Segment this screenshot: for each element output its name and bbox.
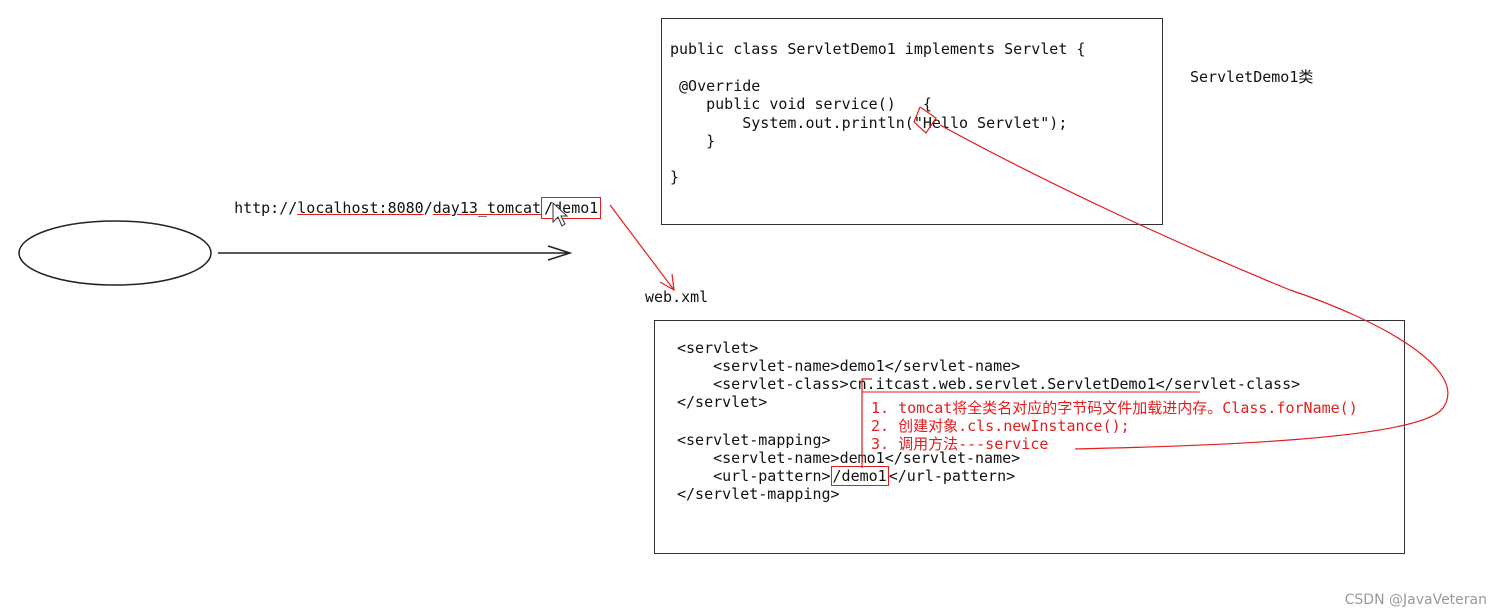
annotation-step-2: 2. 创建对象.cls.newInstance(); — [871, 417, 1130, 435]
webxml-line-mapping-open: <servlet-mapping> — [677, 431, 831, 449]
url-context: day13_tomcat — [432, 199, 542, 217]
servlet-class-line-8: } — [670, 168, 680, 186]
request-url: http://localhost:8080/day13_tomcat/demo1 — [216, 181, 602, 219]
servlet-class-value: cn.itcast.web.servlet.ServletDemo1 — [848, 375, 1156, 393]
tag-close: </servlet-class> — [1155, 375, 1301, 393]
webxml-line-servlet-name: <servlet-name>demo1</servlet-name> — [677, 357, 1020, 375]
servlet-class-line-1: public class ServletDemo1 implements Ser… — [670, 40, 1086, 58]
webxml-line-mapping-close: </servlet-mapping> — [677, 485, 840, 503]
annotation-step-3: 3. 调用方法---service — [871, 435, 1049, 453]
tag-close: </servlet-name> — [884, 449, 1021, 467]
servlet-class-label: ServletDemo1类 — [1190, 68, 1314, 86]
tag-open: <servlet-name> — [677, 449, 840, 467]
tag-open: <url-pattern> — [677, 467, 831, 485]
annotation-step-1: 1. tomcat将全类名对应的字节码文件加载进内存。Class.forName… — [871, 399, 1358, 417]
servlet-class-line-4: public void service() { — [670, 95, 932, 113]
url-sep: / — [423, 199, 433, 217]
servlet-class-line-5: System.out.println("Hello Servlet"); — [670, 114, 1068, 132]
tag-open: <servlet-class> — [677, 375, 849, 393]
webxml-line-url-pattern: <url-pattern>/demo1</url-pattern> — [677, 466, 1016, 486]
webxml-label: web.xml — [645, 288, 709, 306]
tag-close: </servlet-name> — [884, 357, 1021, 375]
servlet-class-line-6: } — [670, 132, 716, 150]
webxml-line-servlet-class: <servlet-class>cn.itcast.web.servlet.Ser… — [677, 375, 1300, 393]
servlet-class-line-3: @Override — [670, 77, 761, 95]
url-pattern-highlight: /demo1 — [830, 466, 889, 486]
tag-close: </url-pattern> — [888, 467, 1016, 485]
webxml-line-mapping-name: <servlet-name>demo1</servlet-name> — [677, 449, 1020, 467]
request-arrow-head — [547, 245, 573, 261]
url-path-highlight: /demo1 — [541, 197, 602, 219]
url-prefix: http:// — [234, 199, 298, 217]
webxml-line-servlet-open: <servlet> — [677, 339, 759, 357]
servlet-name-value: demo1 — [839, 357, 885, 375]
tag-open: <servlet-name> — [677, 357, 840, 375]
client-ellipse — [18, 220, 212, 286]
webxml-line-servlet-close: </servlet> — [677, 393, 768, 411]
watermark: CSDN @JavaVeteran — [1344, 592, 1487, 608]
url-host: localhost:8080 — [297, 199, 424, 217]
